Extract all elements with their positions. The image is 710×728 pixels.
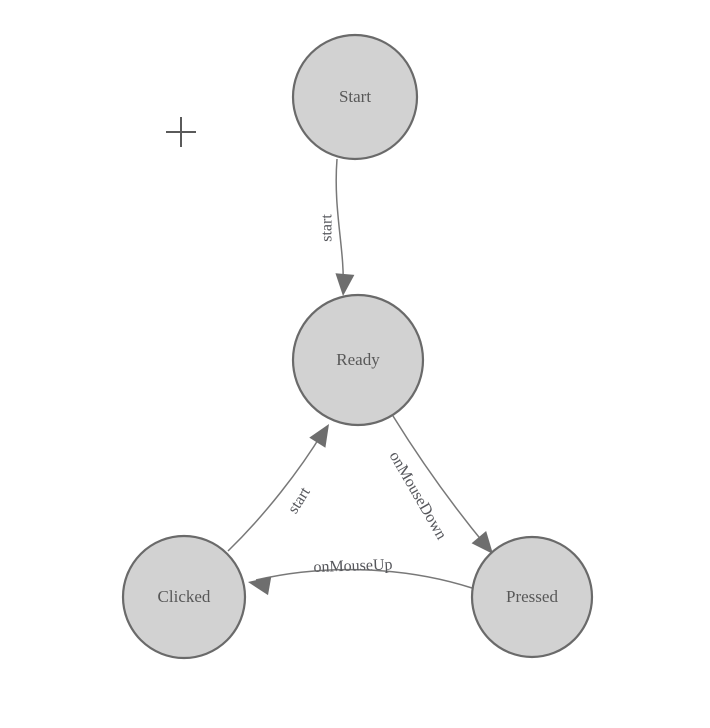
state-node-start[interactable]: Start — [291, 33, 419, 161]
state-node-pressed[interactable]: Pressed — [470, 535, 594, 659]
state-node-ready[interactable]: Ready — [291, 293, 425, 427]
edge-line — [227, 431, 324, 552]
crosshair-icon[interactable] — [166, 117, 196, 147]
node-circle[interactable] — [291, 33, 419, 161]
edge-ready-to-pressed[interactable]: onMouseDown — [386, 415, 501, 560]
arrowhead-icon — [471, 531, 493, 554]
edge-label-start-to-ready: start — [319, 214, 336, 242]
node-circle[interactable] — [291, 293, 425, 427]
edge-label-pressed-to-clicked: onMouseUp — [313, 556, 393, 576]
edge-line — [392, 415, 488, 548]
arrowhead-icon — [309, 424, 329, 448]
edge-line — [335, 158, 344, 289]
edge-start-to-ready[interactable]: start — [319, 158, 355, 297]
edge-line — [255, 568, 473, 589]
state-node-clicked[interactable]: Clicked — [121, 534, 247, 660]
node-circle[interactable] — [470, 535, 594, 659]
edge-label-ready-to-pressed: onMouseDown — [386, 449, 450, 543]
arrowhead-icon — [335, 273, 355, 296]
arrowhead-icon — [248, 576, 272, 596]
markers-layer — [166, 117, 196, 147]
node-circle[interactable] — [121, 534, 247, 660]
edge-label-clicked-to-ready: start — [285, 484, 314, 517]
edge-clicked-to-ready[interactable]: start — [227, 419, 337, 552]
edge-pressed-to-clicked[interactable]: onMouseUp — [246, 556, 473, 596]
